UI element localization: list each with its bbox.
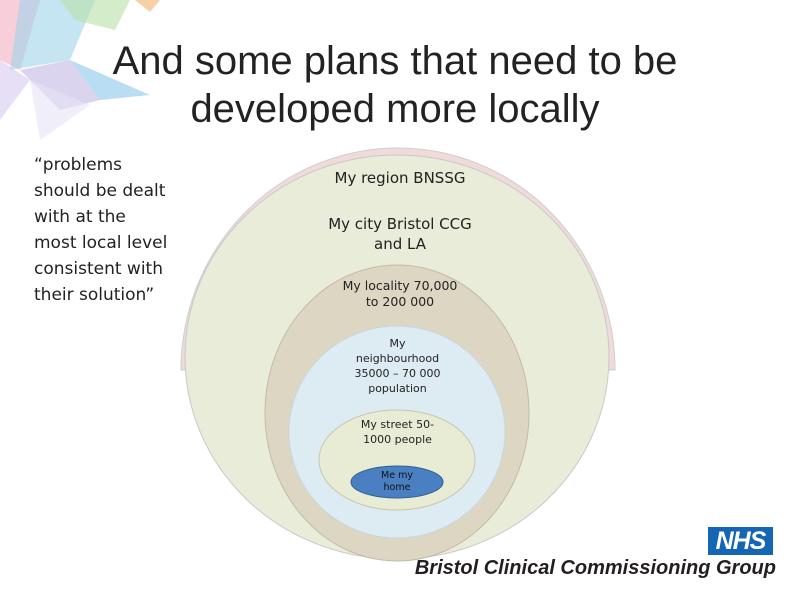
decor-shard-pale — [30, 80, 90, 140]
decorative-background — [0, 0, 160, 140]
nhs-logo: NHS — [708, 527, 773, 555]
label-neighbourhood: My neighbourhood 35000 – 70 000 populati… — [330, 336, 465, 396]
decor-shard-purple — [20, 60, 100, 110]
quote-line: their solution” — [34, 285, 155, 305]
quote-text: “problems should be dealt with at the mo… — [34, 152, 194, 308]
decor-shard-green — [60, 0, 130, 30]
label-street: My street 50- 1000 people — [335, 417, 460, 447]
decor-shard-orange — [135, 0, 160, 12]
quote-line: consistent with — [34, 259, 163, 279]
organisation-name: Bristol Clinical Commissioning Group — [414, 557, 776, 579]
label-line: Me my — [381, 470, 413, 481]
label-home: Me my home — [358, 470, 436, 494]
label-region: My region BNSSG — [300, 168, 500, 188]
decor-shard-lilac — [0, 60, 30, 120]
label-line: to 200 000 — [365, 294, 435, 309]
label-line: My locality 70,000 — [342, 278, 458, 293]
label-line: 35000 – 70 000 — [354, 367, 441, 380]
label-line: My — [389, 337, 406, 350]
quote-line: “problems — [34, 155, 123, 175]
label-line: My city Bristol CCG — [328, 215, 472, 233]
label-line: home — [383, 482, 411, 493]
label-line: population — [368, 382, 427, 395]
level-home-ring — [350, 465, 444, 499]
label-line: neighbourhood — [355, 352, 440, 365]
label-line: My street 50- — [360, 418, 435, 431]
quote-line: with at the — [34, 207, 126, 227]
label-locality: My locality 70,000 to 200 000 — [310, 278, 490, 310]
label-line: My region BNSSG — [334, 169, 466, 187]
decor-shard-lightblue — [70, 60, 150, 100]
label-line: and LA — [374, 235, 426, 253]
quote-line: should be dealt — [34, 181, 166, 201]
slide-title-line-2: developed more locally — [190, 87, 600, 131]
label-line: 1000 people — [363, 433, 432, 446]
quote-line: most local level — [34, 233, 168, 253]
label-city: My city Bristol CCG and LA — [300, 214, 500, 254]
slide-title-line-1: And some plans that need to be — [112, 39, 678, 83]
